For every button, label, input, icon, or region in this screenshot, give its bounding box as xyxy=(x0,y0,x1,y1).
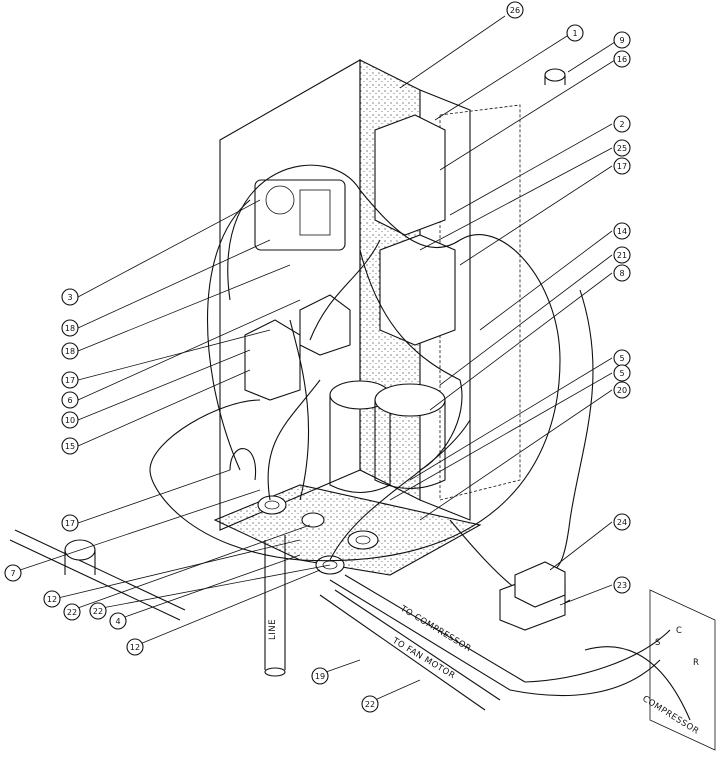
overload-relay xyxy=(244,294,351,401)
clamp xyxy=(64,539,96,575)
callout-9: 9 xyxy=(613,31,631,49)
callout-3: 3 xyxy=(61,288,79,306)
callout-2: 2 xyxy=(613,115,631,133)
callout-26a: 26 xyxy=(506,1,524,19)
line-label: LINE xyxy=(268,619,278,640)
svg-text:12: 12 xyxy=(47,595,57,604)
svg-text:14: 14 xyxy=(617,227,627,236)
callout-23: 23 xyxy=(613,576,631,594)
plug-connector xyxy=(499,561,566,631)
svg-text:17: 17 xyxy=(617,162,627,171)
callout-5b: 5 xyxy=(613,364,631,382)
callout-22b: 22 xyxy=(89,602,107,620)
callout-1: 1 xyxy=(566,24,584,42)
thermostat-switch xyxy=(254,179,346,251)
svg-text:26: 26 xyxy=(510,6,520,15)
svg-text:17: 17 xyxy=(65,519,75,528)
callout-20: 20 xyxy=(613,381,631,399)
svg-text:22: 22 xyxy=(365,700,375,709)
terminal-r: R xyxy=(693,658,699,668)
terminal-c: C xyxy=(676,626,682,636)
callout-22c: 22 xyxy=(361,695,379,713)
svg-text:22: 22 xyxy=(67,608,77,617)
svg-text:25: 25 xyxy=(617,144,627,153)
svg-text:19: 19 xyxy=(315,672,325,681)
callout-7: 7 xyxy=(4,564,22,582)
callouts: 26 1 9 16 2 25 17 14 21 8 3 18 18 17 6 1… xyxy=(4,1,631,713)
svg-text:5: 5 xyxy=(619,354,624,363)
svg-text:23: 23 xyxy=(617,581,627,590)
svg-text:24: 24 xyxy=(617,518,627,527)
compressor-terminal xyxy=(584,589,716,751)
callout-17a: 17 xyxy=(613,157,631,175)
callout-24: 24 xyxy=(613,513,631,531)
callout-17b: 17 xyxy=(61,371,79,389)
to-fan-motor-label: TO FAN MOTOR xyxy=(390,635,457,681)
svg-text:18: 18 xyxy=(65,324,75,333)
harness xyxy=(319,574,671,711)
svg-text:10: 10 xyxy=(65,416,75,425)
svg-text:17: 17 xyxy=(65,376,75,385)
svg-text:5: 5 xyxy=(619,369,624,378)
callout-4: 4 xyxy=(109,612,127,630)
callout-25: 25 xyxy=(613,139,631,157)
svg-text:15: 15 xyxy=(65,442,75,451)
svg-text:9: 9 xyxy=(619,36,624,45)
relay-block xyxy=(374,114,456,346)
svg-text:1: 1 xyxy=(572,29,577,38)
run-capacitor xyxy=(329,380,446,493)
callout-10: 10 xyxy=(61,411,79,429)
callout-12b: 12 xyxy=(126,638,144,656)
callout-15: 15 xyxy=(61,437,79,455)
svg-text:21: 21 xyxy=(617,251,627,260)
callout-19: 19 xyxy=(311,667,329,685)
callout-18a: 18 xyxy=(61,319,79,337)
line-cord xyxy=(9,529,286,677)
compressor-label: COMPRESSOR xyxy=(640,694,700,737)
svg-text:12: 12 xyxy=(130,643,140,652)
svg-text:22: 22 xyxy=(93,607,103,616)
svg-text:18: 18 xyxy=(65,347,75,356)
callout-12a: 12 xyxy=(43,590,61,608)
callout-22a: 22 xyxy=(63,603,81,621)
callout-21: 21 xyxy=(613,246,631,264)
svg-text:20: 20 xyxy=(617,386,627,395)
terminal-s: S xyxy=(655,638,661,648)
callout-8: 8 xyxy=(613,264,631,282)
svg-text:6: 6 xyxy=(67,396,72,405)
callout-18b: 18 xyxy=(61,342,79,360)
leaders xyxy=(19,15,616,701)
callout-6: 6 xyxy=(61,391,79,409)
screw-part xyxy=(544,68,566,85)
callout-5a: 5 xyxy=(613,349,631,367)
svg-text:16: 16 xyxy=(617,55,627,64)
callout-17c: 17 xyxy=(61,514,79,532)
svg-text:3: 3 xyxy=(67,293,72,302)
callout-14: 14 xyxy=(613,222,631,240)
svg-text:8: 8 xyxy=(619,269,624,278)
svg-text:4: 4 xyxy=(115,617,120,626)
svg-text:2: 2 xyxy=(619,120,624,129)
svg-text:7: 7 xyxy=(10,569,15,578)
callout-16: 16 xyxy=(613,50,631,68)
